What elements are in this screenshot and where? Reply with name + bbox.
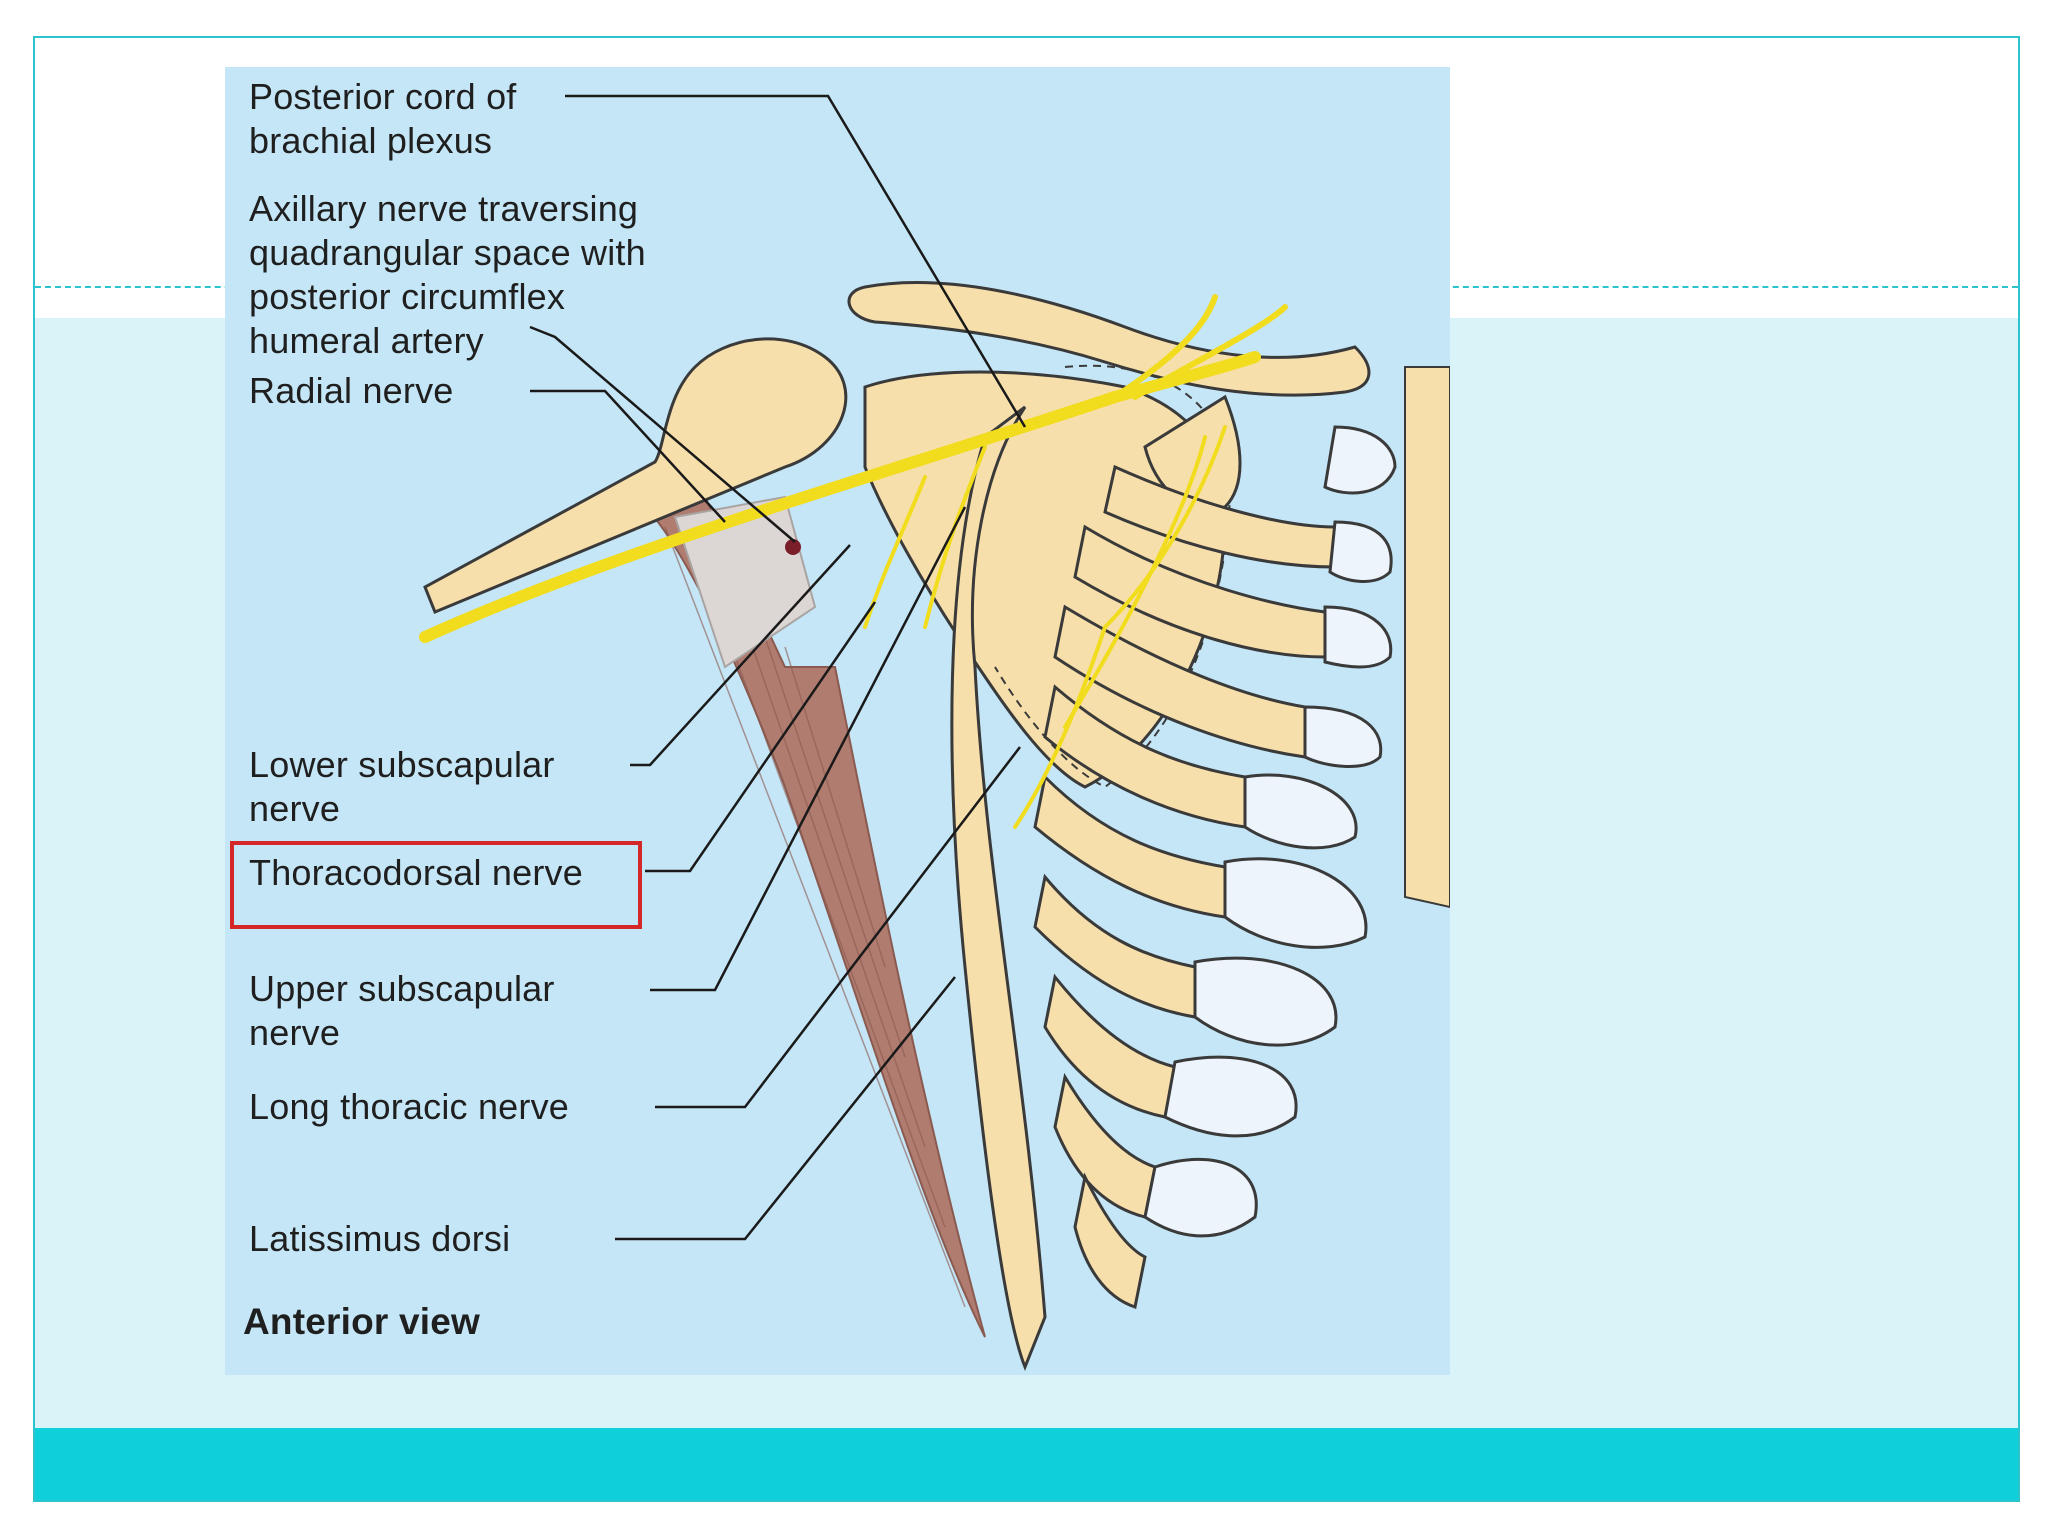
slide-footer-bar — [35, 1428, 2018, 1500]
label-thoracodorsal: Thoracodorsal nerve — [249, 852, 583, 893]
label-lower-subscapular: Lower subscapular nerve — [249, 744, 555, 829]
label-long-thoracic: Long thoracic nerve — [249, 1086, 569, 1127]
circumflex-artery-dot — [785, 539, 801, 555]
label-posterior-cord: Posterior cord of brachial plexus — [249, 76, 517, 161]
rib-cage — [950, 394, 1397, 1372]
humerus — [423, 337, 848, 614]
label-anterior-view: Anterior view — [243, 1301, 480, 1342]
leader-lines — [529, 94, 1027, 1241]
label-upper-subscapular: Upper subscapular nerve — [249, 968, 555, 1053]
brachial-plexus-nerves — [419, 294, 1288, 829]
label-axillary-nerve: Axillary nerve traversing quadrangular s… — [249, 188, 646, 361]
label-latissimus-dorsi: Latissimus dorsi — [249, 1218, 511, 1259]
anatomy-figure: Posterior cord of brachial plexus Axilla… — [225, 67, 1450, 1375]
label-radial-nerve: Radial nerve — [249, 370, 454, 411]
sternum — [1404, 366, 1450, 909]
thoracodorsal-highlight-box — [230, 841, 642, 929]
anatomy-illustration — [419, 94, 1450, 1372]
